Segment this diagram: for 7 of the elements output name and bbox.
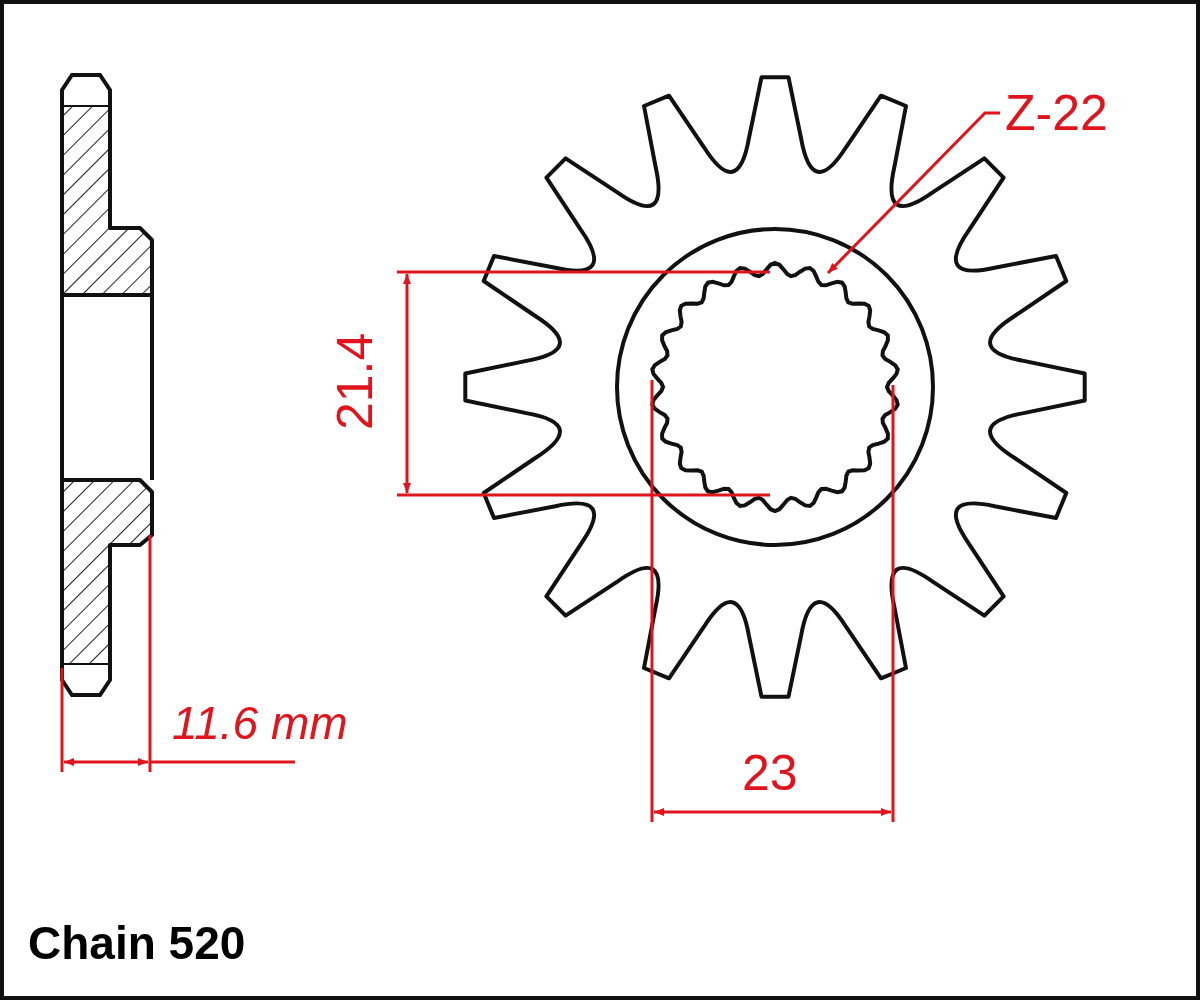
dimension-value: 11.6 mm xyxy=(172,700,348,746)
splined-bore xyxy=(650,260,900,514)
dimension-value: 23 xyxy=(742,748,798,798)
callout-label: Z-22 xyxy=(1005,88,1108,138)
dimension-value: 21.4 xyxy=(330,332,380,430)
chain-size-text: Chain 520 xyxy=(28,920,246,966)
leader-line xyxy=(826,111,1000,275)
